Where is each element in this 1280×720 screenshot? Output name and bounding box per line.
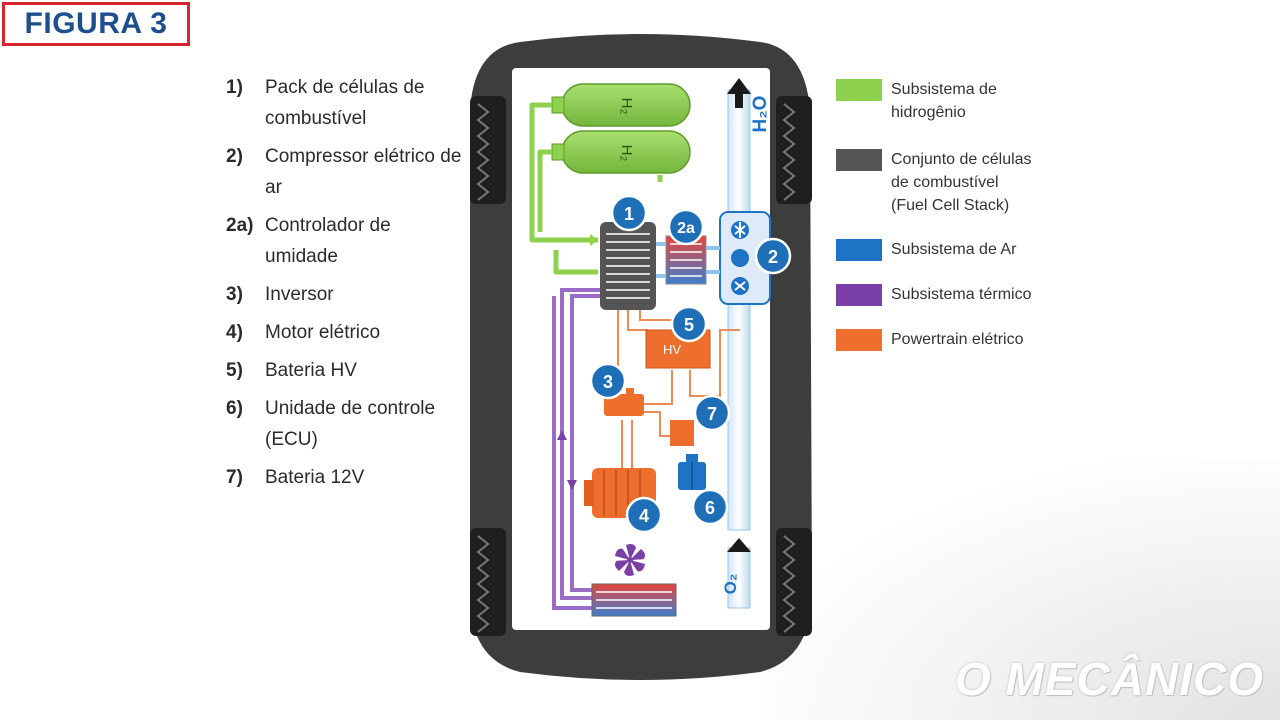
legend-air: Subsistema de Ar [836,238,1066,261]
component-item: 2a)Controlador de umidade [226,215,391,267]
air-compressor [719,211,771,305]
hydrogen-piping [529,102,663,275]
badge-1: 1 [610,194,648,232]
air-outlet-stem [735,92,743,108]
component-item: 4)Motor elétrico [226,322,381,343]
svg-text:1: 1 [624,204,634,224]
intake-label: O₂ [721,574,740,595]
air-intake-arrow [727,538,751,552]
hydrogen-tank [551,83,691,127]
legend-powertrain: Powertrain elétrico [836,328,1066,351]
component-item: 3)Inversor [226,284,334,305]
radiator [591,583,677,617]
badge-6: 6 [691,488,729,526]
legend-swatch [836,149,882,171]
svg-text:7: 7 [707,404,717,424]
ecu [678,454,706,490]
legend-swatch [836,79,882,101]
badge-4: 4 [625,496,663,534]
air-pipe [727,89,751,531]
badge-3: 3 [589,362,627,400]
badge-2a: 2a [667,208,705,246]
legend-fuel-cell-stack: Conjunto de células de combustível (Fuel… [836,148,1066,217]
component-item: 7)Bateria 12V [226,467,365,488]
background-fade [760,460,1280,720]
thermal-arrow [567,480,577,490]
hv-battery-label: HV [663,342,681,357]
thermal-piping [552,288,620,610]
svg-text:2a: 2a [677,220,695,237]
legend-swatch [836,329,882,351]
exhaust-label: H₂O [750,96,771,133]
svg-text:4: 4 [639,506,649,526]
fuel-cell-stack [600,222,656,310]
component-list: 1)Pack de células de combustível 2)Compr… [226,72,466,500]
svg-text:6: 6 [705,498,715,518]
brand-watermark: O MECÂNICO [955,653,1264,705]
thermal-arrow [557,430,567,440]
badge-7: 7 [693,394,731,432]
figure-label: FIGURA 3 [2,2,190,46]
component-item: 6)Unidade de controle (ECU) [226,398,436,450]
svg-text:3: 3 [603,372,613,392]
tire-treads [476,103,796,633]
air-flow-piping [656,242,720,278]
legend-swatch [836,239,882,261]
component-item: 1)Pack de células de combustível [226,77,425,129]
tank-label: H₂ [618,98,635,115]
svg-text:2: 2 [768,247,778,267]
badge-2: 2 [754,237,792,275]
tank-label: H₂ [618,145,635,162]
wheels [470,96,812,636]
hydrogen-tank [551,130,691,174]
component-item: 2)Compressor elétrico de ar [226,146,462,198]
legend-swatch [836,284,882,306]
component-item: 5)Bateria HV [226,360,357,381]
legend-thermal: Subsistema térmico [836,283,1066,306]
svg-text:5: 5 [684,315,694,335]
legend-hydrogen: Subsistema de hidrogênio [836,78,1066,124]
hydrogen-arrow [590,234,598,246]
cooling-fan-icon [614,544,646,576]
air-outlet-arrow [727,78,751,94]
badge-5: 5 [670,305,708,343]
battery-12v [670,420,694,446]
